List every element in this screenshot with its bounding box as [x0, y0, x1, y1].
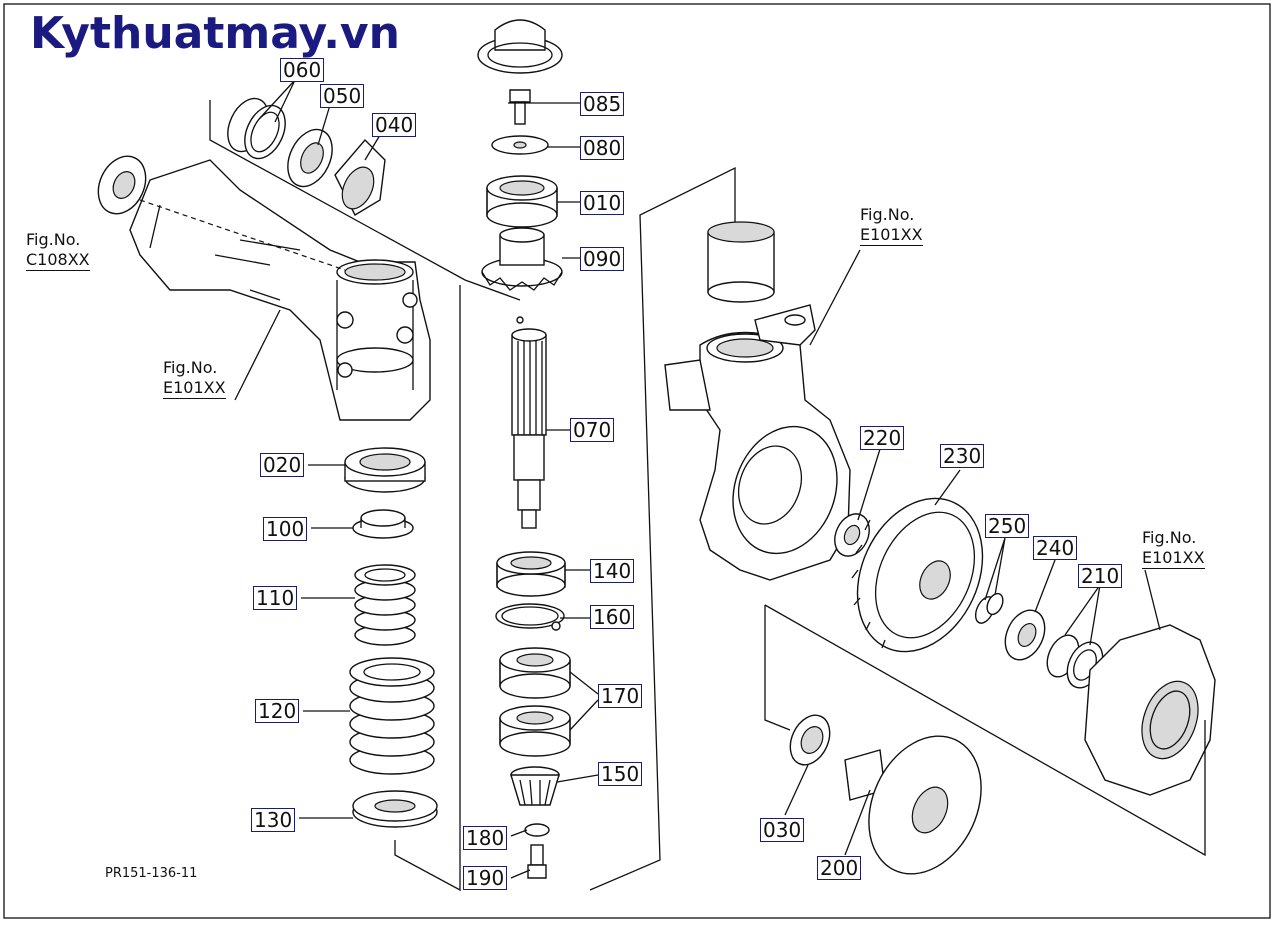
fig-ref-c108: Fig.No. C108XX	[26, 230, 90, 271]
part-label-050[interactable]: 050	[320, 84, 365, 108]
bearing-220	[834, 513, 870, 557]
bearing-140	[496, 551, 566, 597]
part-label-140[interactable]: 140	[590, 559, 635, 583]
part-label-110[interactable]: 110	[253, 586, 298, 610]
part-label-120[interactable]: 120	[255, 699, 300, 723]
bushing-100	[352, 509, 414, 539]
part-label-030[interactable]: 030	[760, 818, 805, 842]
spring-120	[349, 657, 435, 775]
bolt-085	[509, 89, 531, 125]
part-label-230[interactable]: 230	[940, 444, 985, 468]
washer-180	[524, 823, 550, 837]
fig-ref-label: Fig.No.	[1142, 528, 1197, 547]
spring-110	[354, 564, 416, 646]
hub-flange-200	[844, 735, 982, 875]
ring-gear-230	[851, 497, 984, 653]
shaft-070	[511, 316, 547, 529]
oil-seal-left	[97, 155, 346, 271]
part-label-090[interactable]: 090	[580, 247, 625, 271]
gear-090	[481, 227, 563, 291]
bearing-050	[287, 128, 333, 188]
axle-housing	[129, 159, 431, 421]
fig-ref-label: Fig.No.	[26, 230, 81, 249]
seal-030	[789, 714, 831, 766]
bearings-170	[499, 647, 571, 757]
part-label-190[interactable]: 190	[463, 866, 508, 890]
cap-top	[477, 19, 563, 74]
part-label-170[interactable]: 170	[598, 684, 643, 708]
bearing-020	[344, 447, 426, 493]
washer-130	[352, 790, 438, 828]
shim-rings-060	[227, 97, 286, 160]
fig-ref-number: E101XX	[860, 225, 923, 246]
part-label-200[interactable]: 200	[817, 856, 862, 880]
part-label-240[interactable]: 240	[1033, 536, 1078, 560]
fig-ref-e101-left: Fig.No. E101XX	[163, 358, 226, 399]
part-label-060[interactable]: 060	[280, 58, 325, 82]
part-label-150[interactable]: 150	[598, 762, 643, 786]
knuckle-housing	[664, 221, 851, 581]
fig-ref-label: Fig.No.	[860, 205, 915, 224]
fig-ref-number: C108XX	[26, 250, 90, 271]
part-label-220[interactable]: 220	[860, 426, 905, 450]
part-label-010[interactable]: 010	[580, 191, 625, 215]
leader-lines	[149, 79, 1161, 879]
part-label-100[interactable]: 100	[263, 517, 308, 541]
drawing-border	[3, 3, 1271, 919]
shims-210	[1046, 634, 1104, 689]
bolt-190	[527, 844, 547, 879]
bearing-240	[1004, 609, 1046, 661]
bevel-gear-040	[334, 138, 386, 216]
part-label-130[interactable]: 130	[251, 808, 296, 832]
part-label-250[interactable]: 250	[985, 514, 1030, 538]
snap-rings-250	[974, 592, 1004, 624]
part-label-085[interactable]: 085	[580, 92, 625, 116]
site-watermark: Kythuatmay.vn	[30, 8, 400, 59]
bearing-010	[486, 175, 558, 228]
fig-ref-e101-top: Fig.No. E101XX	[860, 205, 923, 246]
snap-ring-160	[495, 603, 565, 631]
part-label-180[interactable]: 180	[463, 826, 508, 850]
pinion-gear-150	[510, 766, 560, 806]
fig-ref-number: E101XX	[1142, 548, 1205, 569]
fig-ref-label: Fig.No.	[163, 358, 218, 377]
part-label-210[interactable]: 210	[1078, 564, 1123, 588]
part-label-080[interactable]: 080	[580, 136, 625, 160]
drawing-code: PR151-136-11	[105, 866, 198, 881]
fig-ref-number: E101XX	[163, 378, 226, 399]
cover-plate	[1084, 624, 1216, 796]
part-label-070[interactable]: 070	[570, 418, 615, 442]
part-label-160[interactable]: 160	[590, 605, 635, 629]
fig-ref-e101-right: Fig.No. E101XX	[1142, 528, 1205, 569]
part-label-020[interactable]: 020	[260, 453, 305, 477]
part-label-040[interactable]: 040	[372, 113, 417, 137]
